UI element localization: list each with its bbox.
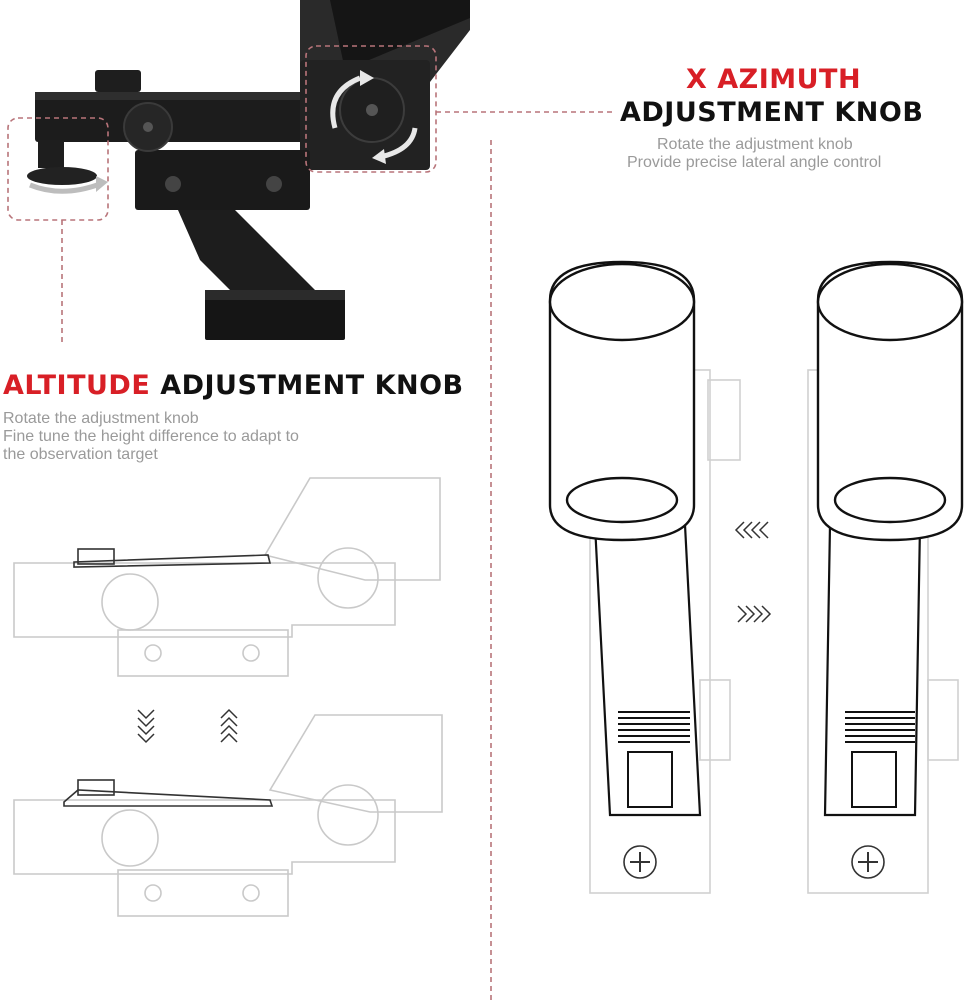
azimuth-diagram-right bbox=[807, 260, 964, 894]
finder-photo bbox=[27, 0, 470, 340]
altitude-title: ADJUSTMENT KNOB bbox=[160, 370, 464, 401]
arrow-down-chevrons-icon bbox=[137, 709, 155, 744]
azimuth-title: ADJUSTMENT KNOB bbox=[620, 97, 924, 128]
altitude-title-accent: ALTITUDE bbox=[3, 370, 151, 401]
arrow-right-chevrons-icon bbox=[737, 605, 772, 623]
altitude-title-row: ALTITUDE ADJUSTMENT KNOB bbox=[3, 372, 464, 399]
altitude-diagram-top bbox=[13, 477, 441, 677]
callout-lines bbox=[7, 45, 615, 1000]
altitude-desc-line-3: the observation target bbox=[3, 446, 158, 463]
altitude-diagram-bottom bbox=[13, 714, 443, 917]
altitude-knob-highlight bbox=[7, 117, 109, 221]
altitude-desc-line-1: Rotate the adjustment knob bbox=[3, 410, 199, 427]
altitude-desc-line-2: Fine tune the height difference to adapt… bbox=[3, 428, 299, 445]
arrow-up-chevrons-icon bbox=[220, 708, 238, 743]
azimuth-desc-line-1: Rotate the adjustment knob bbox=[657, 136, 853, 153]
arrow-left-chevrons-icon bbox=[734, 521, 769, 539]
azimuth-title-accent: X AZIMUTH bbox=[686, 64, 862, 95]
azimuth-desc-line-2: Provide precise lateral angle control bbox=[627, 154, 882, 171]
azimuth-diagram-left bbox=[548, 260, 741, 894]
azimuth-knob-highlight bbox=[305, 45, 437, 173]
